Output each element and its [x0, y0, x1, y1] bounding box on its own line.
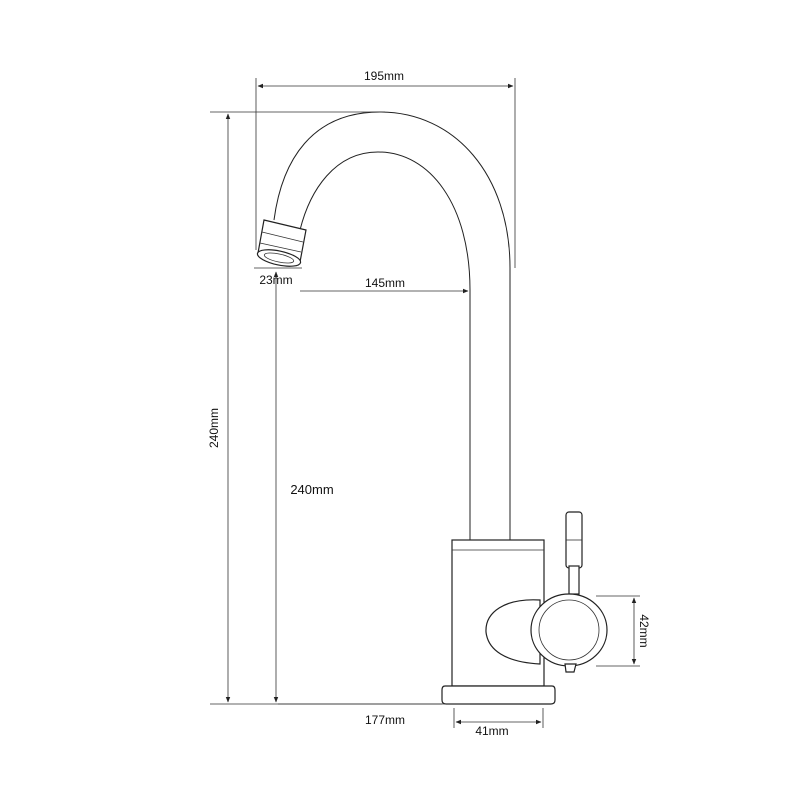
- dimension-lines: [210, 78, 640, 728]
- label-top-width: 195mm: [364, 69, 404, 83]
- handle-knob: [530, 593, 608, 667]
- label-handle-diameter: 42mm: [637, 614, 651, 647]
- label-base-to-center: 177mm: [365, 713, 405, 727]
- handle-cone: [485, 599, 541, 665]
- label-spout-height: 240mm: [290, 482, 333, 497]
- label-spout-reach: 145mm: [365, 276, 405, 290]
- base-plate: [441, 685, 556, 705]
- label-base-width: 41mm: [475, 724, 508, 738]
- label-total-height: 240mm: [207, 408, 221, 448]
- faucet-outline: [256, 111, 608, 705]
- label-aerator-diameter: 23mm: [259, 273, 292, 287]
